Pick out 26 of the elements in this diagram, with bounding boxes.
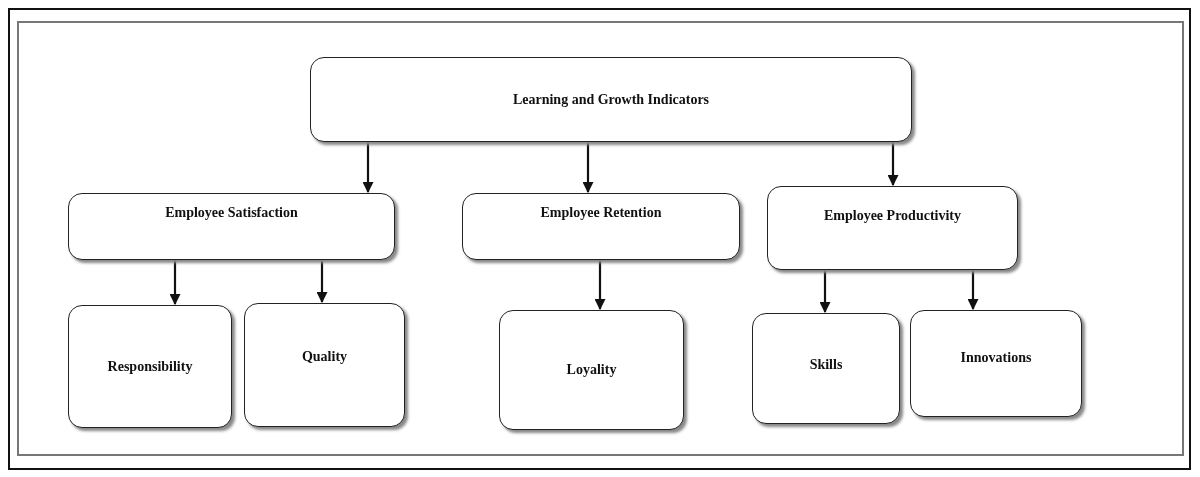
arrow bbox=[887, 142, 899, 187]
arrow bbox=[362, 142, 374, 194]
rounded-box bbox=[244, 303, 405, 427]
node-label: Skills bbox=[808, 356, 844, 373]
arrow bbox=[316, 260, 328, 304]
rounded-box bbox=[68, 193, 395, 260]
node-label: Loyality bbox=[565, 362, 618, 378]
node-label: Employee Productivity bbox=[823, 208, 962, 224]
rounded-box bbox=[752, 313, 900, 424]
node-label: Responsibility bbox=[106, 358, 194, 375]
arrow bbox=[169, 260, 181, 306]
rounded-box bbox=[310, 57, 912, 142]
node-label: Innovations bbox=[959, 349, 1033, 366]
rounded-box bbox=[68, 305, 232, 428]
arrow bbox=[594, 260, 606, 311]
node-label: Employee Retention bbox=[539, 204, 663, 221]
rounded-box bbox=[499, 310, 684, 430]
arrow bbox=[967, 270, 979, 311]
rounded-box bbox=[910, 310, 1082, 417]
node-label: Employee Satisfaction bbox=[164, 204, 299, 221]
rounded-box bbox=[462, 193, 740, 260]
arrow bbox=[582, 142, 594, 194]
node-label: Quality bbox=[300, 349, 349, 365]
node-label: Learning and Growth Indicators bbox=[511, 91, 711, 108]
arrow bbox=[819, 270, 831, 314]
rounded-box bbox=[767, 186, 1018, 270]
